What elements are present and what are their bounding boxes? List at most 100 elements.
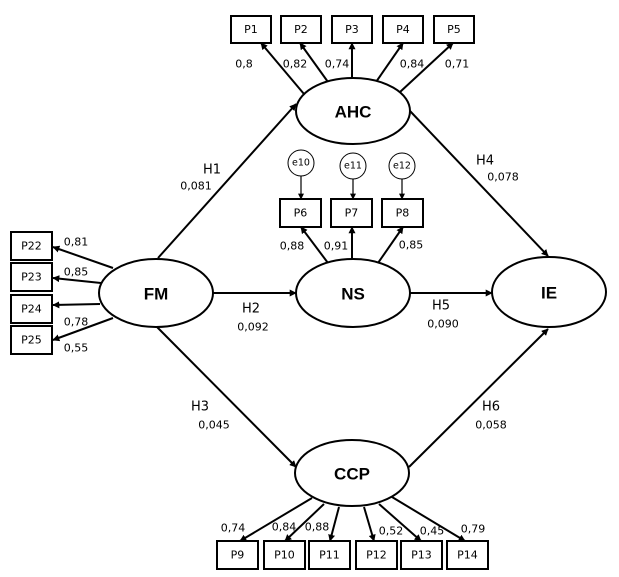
construct-ccp-ellipse	[294, 439, 410, 507]
error-term-e10-label: e10	[292, 158, 310, 169]
indicator-p5-box	[433, 15, 475, 44]
indicator-p7-box	[330, 198, 373, 228]
indicator-p25-box	[10, 325, 53, 355]
path-h4-label: H4	[476, 154, 494, 169]
loading-value-p9: 0,74	[221, 522, 246, 535]
path-h1-coefficient: 0,081	[180, 180, 212, 193]
loading-value-p14: 0,79	[461, 523, 486, 536]
indicator-p6-label: P6	[294, 207, 308, 220]
indicator-p2-label: P2	[294, 23, 308, 36]
error-term-e11-label: e11	[344, 161, 362, 172]
construct-ie-label: IE	[541, 284, 557, 303]
loading-arrow-p22	[52, 245, 114, 269]
path-h3-arrow	[156, 326, 297, 468]
indicator-p13-box	[400, 540, 443, 570]
error-term-e12-circle	[388, 152, 416, 180]
indicator-p9-box	[216, 540, 259, 570]
indicator-p11-box	[308, 540, 351, 570]
indicator-p1-box	[230, 15, 272, 44]
indicator-p11-label: P11	[319, 549, 340, 562]
loading-arrow-p14	[391, 496, 466, 542]
indicator-p24-label: P24	[21, 303, 42, 316]
indicator-p3-box	[331, 15, 373, 44]
loading-value-p10: 0,84	[272, 521, 297, 534]
loading-value-p6: 0,88	[280, 240, 305, 253]
indicator-p4-box	[382, 15, 424, 44]
indicator-p25-label: P25	[21, 334, 42, 347]
loading-value-p1: 0,8	[235, 58, 253, 71]
path-h2-label: H2	[242, 302, 260, 317]
indicator-p24-box	[10, 294, 53, 324]
loading-arrow-p10	[284, 503, 325, 542]
path-h1-arrow	[157, 103, 297, 259]
loading-arrow-p1	[260, 42, 305, 95]
indicator-p8-box	[381, 198, 424, 228]
loading-arrow-p2	[299, 42, 329, 83]
path-h5-label: H5	[432, 299, 450, 314]
loading-value-p7: 0,91	[324, 240, 349, 253]
indicator-p7-label: P7	[345, 207, 359, 220]
loading-arrow-p6	[300, 226, 329, 264]
error-term-e11-circle	[339, 152, 367, 180]
indicator-p22-box	[10, 231, 53, 261]
construct-ns-ellipse	[295, 258, 411, 328]
indicator-p6-box	[279, 198, 322, 228]
loading-value-p12: 0,52	[379, 525, 404, 538]
indicator-p12-label: P12	[366, 549, 387, 562]
path-h4-coefficient: 0,078	[487, 171, 519, 184]
path-h6-coefficient: 0,058	[475, 419, 507, 432]
indicator-p8-label: P8	[396, 207, 410, 220]
indicator-p10-label: P10	[274, 549, 295, 562]
loading-value-p11: 0,88	[305, 521, 330, 534]
indicator-p10-box	[263, 540, 306, 570]
loading-value-p2: 0,82	[283, 58, 308, 71]
indicator-p22-label: P22	[21, 240, 42, 253]
indicator-p3-label: P3	[345, 23, 359, 36]
loading-value-p5: 0,71	[445, 58, 470, 71]
loading-arrow-p8	[377, 226, 404, 264]
loading-arrow-p25	[52, 317, 114, 342]
path-h3-label: H3	[191, 400, 209, 415]
loading-value-p8: 0,85	[399, 239, 424, 252]
loading-value-p24: 0,78	[64, 316, 89, 329]
construct-ccp-label: CCP	[334, 465, 370, 484]
error-term-e12-label: e12	[393, 161, 411, 172]
indicator-p14-box	[446, 540, 489, 570]
error-term-e10-circle	[287, 149, 315, 177]
path-h6-arrow	[408, 328, 549, 468]
path-h5-coefficient: 0,090	[427, 318, 459, 331]
loading-arrow-p12	[363, 506, 376, 542]
loading-arrow-p4	[375, 42, 404, 83]
construct-ie-ellipse	[491, 256, 607, 328]
indicator-p1-label: P1	[244, 23, 258, 36]
loading-arrow-p13	[378, 503, 422, 542]
path-h3-coefficient: 0,045	[198, 419, 230, 432]
loading-arrow-p9	[239, 497, 313, 542]
construct-fm-ellipse	[98, 258, 214, 328]
loading-value-p13: 0,45	[420, 525, 445, 538]
loading-arrow-p23	[52, 275, 102, 284]
loading-value-p4: 0,84	[400, 58, 425, 71]
path-h1-label: H1	[203, 163, 221, 178]
path-h2-coefficient: 0,092	[237, 321, 269, 334]
loading-value-p25: 0,55	[64, 342, 89, 355]
construct-ahc-label: AHC	[335, 103, 372, 122]
loading-value-p22: 0,81	[64, 236, 89, 249]
path-h4-arrow	[409, 110, 549, 257]
construct-ahc-ellipse	[295, 77, 411, 145]
indicator-p14-label: P14	[457, 549, 478, 562]
indicator-p23-label: P23	[21, 271, 42, 284]
loading-arrow-p5	[399, 42, 454, 93]
loading-arrow-p11	[328, 506, 340, 542]
indicator-p5-label: P5	[447, 23, 461, 36]
indicator-p13-label: P13	[411, 549, 432, 562]
loading-value-p3: 0,74	[325, 58, 350, 71]
indicator-p2-box	[280, 15, 322, 44]
indicator-p12-box	[355, 540, 398, 570]
construct-ns-label: NS	[341, 285, 365, 304]
indicator-p9-label: P9	[231, 549, 245, 562]
loading-arrow-p24	[52, 301, 101, 309]
indicator-p4-label: P4	[396, 23, 410, 36]
loading-value-p23: 0,85	[64, 266, 89, 279]
